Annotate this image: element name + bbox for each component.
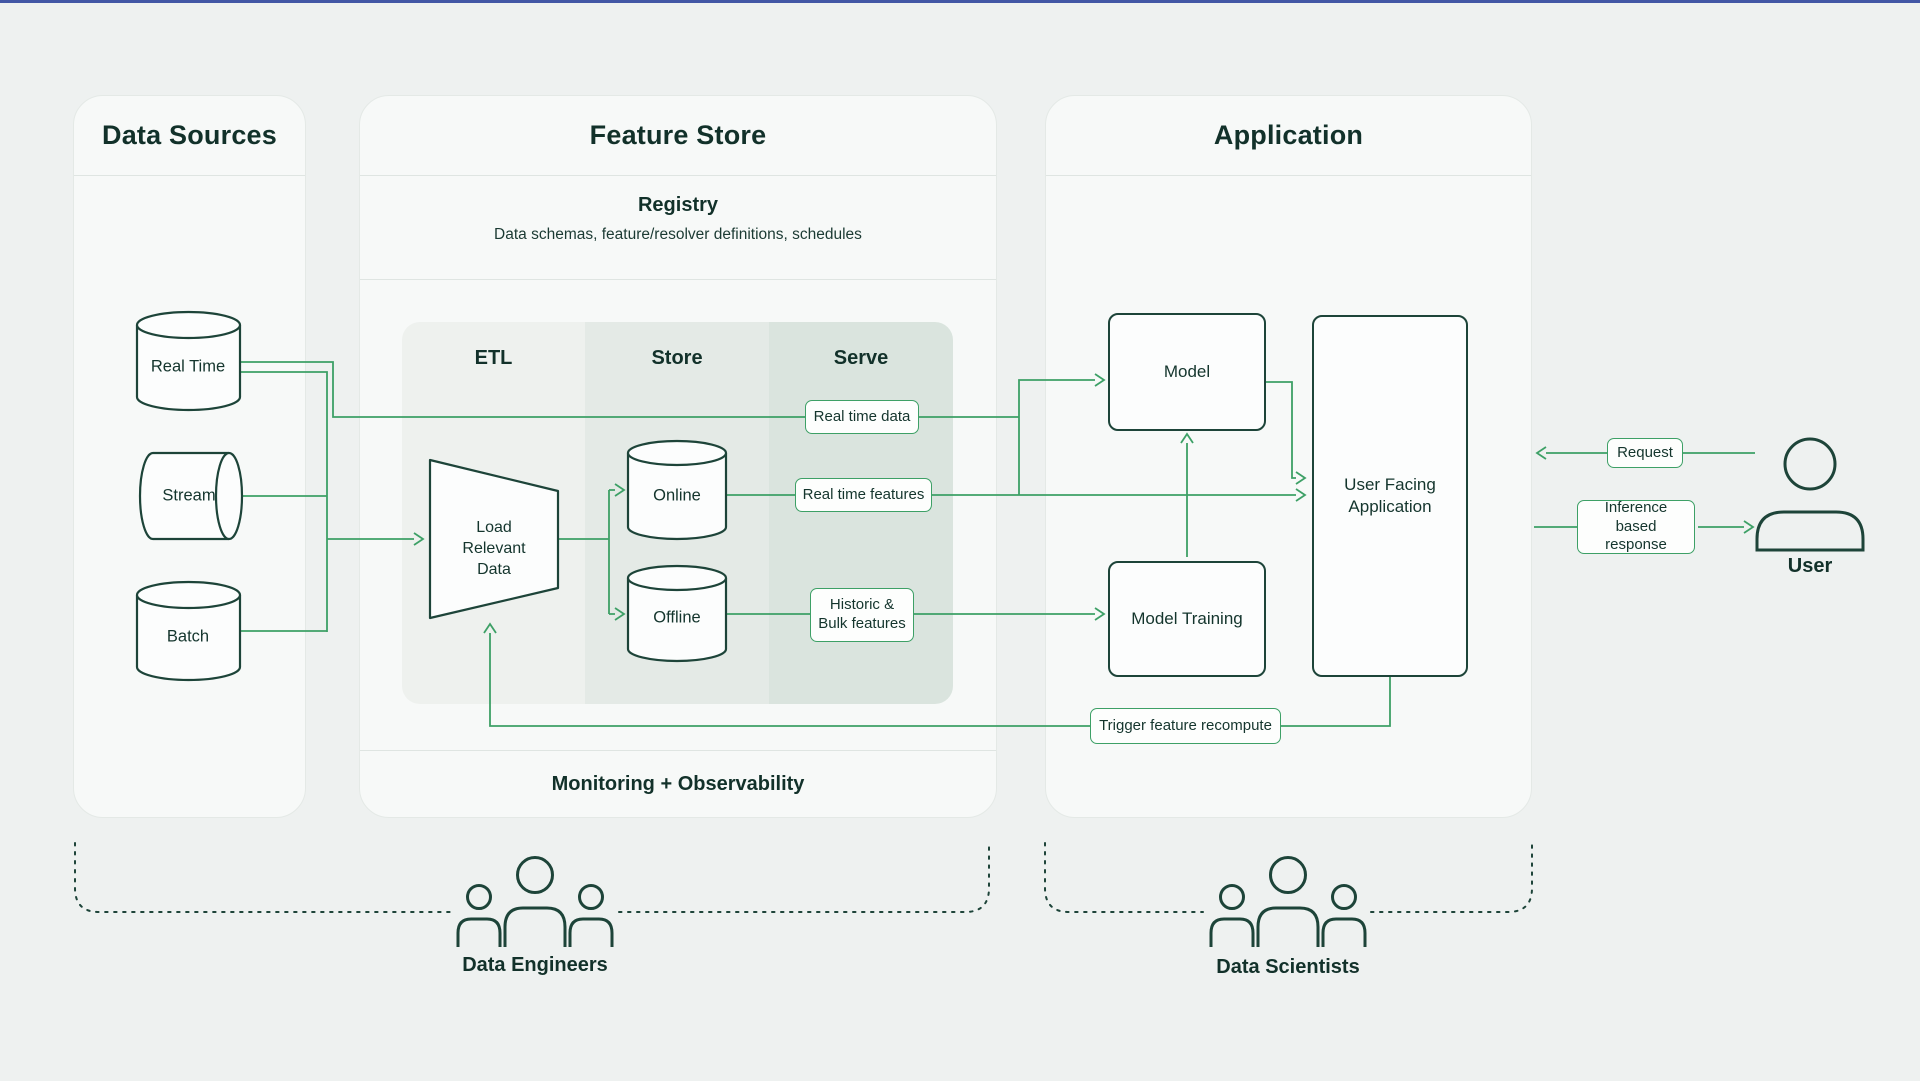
engineers-bracket-right xyxy=(618,842,990,913)
data-scientists-label: Data Scientists xyxy=(1216,956,1360,978)
real-time-data-chip-label: Real time data xyxy=(813,407,911,425)
trigger-feature-recompute-label: Trigger feature recompute xyxy=(1099,716,1272,734)
data-engineers-label: Data Engineers xyxy=(462,954,608,976)
arrowhead-request-left xyxy=(1535,446,1547,460)
model-label: Model xyxy=(1163,361,1211,381)
column-title-store: Store xyxy=(651,347,703,369)
registry-title: Registry xyxy=(637,194,719,216)
scientists-bracket-right xyxy=(1370,842,1533,913)
historic-bulk-features-chip: Historic & Bulk features xyxy=(810,588,914,642)
user-label: User xyxy=(1787,555,1833,577)
column-title-serve: Serve xyxy=(833,347,889,369)
pipeline-columns: ETL Store Serve xyxy=(402,322,953,704)
stream-label: Stream xyxy=(162,486,216,505)
monitoring-observability-label: Monitoring + Observability xyxy=(360,750,996,817)
historic-bulk-features-chip-label: Historic & Bulk features xyxy=(818,596,906,632)
column-store: Store xyxy=(585,322,769,704)
registry-section: Registry Data schemas, feature/resolver … xyxy=(360,176,996,280)
online-store-label: Online xyxy=(653,486,701,505)
panel-data-sources: Data Sources xyxy=(73,95,306,818)
registry-subtitle: Data schemas, feature/resolver definitio… xyxy=(494,226,862,243)
user-facing-application-label: User Facing Application xyxy=(1344,474,1436,516)
data-scientists-people-icon xyxy=(1209,856,1367,947)
user-person-icon xyxy=(1755,437,1865,552)
scientists-bracket-left xyxy=(1044,842,1204,913)
real-time-features-chip: Real time features xyxy=(795,478,932,512)
data-engineers-people-icon xyxy=(456,856,614,947)
column-title-etl: ETL xyxy=(474,347,513,369)
model-training-node: Model Training xyxy=(1108,561,1266,677)
real-time-features-chip-label: Real time features xyxy=(802,485,925,503)
model-training-label: Model Training xyxy=(1131,608,1243,628)
column-serve: Serve xyxy=(769,322,953,704)
offline-store-label: Offline xyxy=(653,608,701,627)
panel-title-application: Application xyxy=(1046,96,1531,176)
batch-label: Batch xyxy=(166,627,210,646)
real-time-data-chip: Real time data xyxy=(805,400,919,434)
load-relevant-data-label: Load Relevant Data xyxy=(462,519,526,578)
window-top-accent-bar xyxy=(0,0,1920,3)
user-facing-application-node: User Facing Application xyxy=(1312,315,1468,677)
inference-response-chip: Inference based response xyxy=(1577,498,1695,554)
real-time-label: Real Time xyxy=(150,357,226,376)
request-chip: Request xyxy=(1607,438,1683,468)
role-brackets xyxy=(74,842,1533,913)
trigger-feature-recompute-chip: Trigger feature recompute xyxy=(1090,708,1281,744)
engineers-bracket-left xyxy=(74,842,453,913)
request-chip-label: Request xyxy=(1617,443,1673,461)
panel-title-feature-store: Feature Store xyxy=(360,96,996,176)
column-etl: ETL xyxy=(402,322,585,704)
model-node: Model xyxy=(1108,313,1266,431)
arrowhead-response-right xyxy=(1743,520,1755,534)
inference-response-chip-label: Inference based response xyxy=(1604,498,1668,554)
panel-title-data-sources: Data Sources xyxy=(74,96,305,176)
